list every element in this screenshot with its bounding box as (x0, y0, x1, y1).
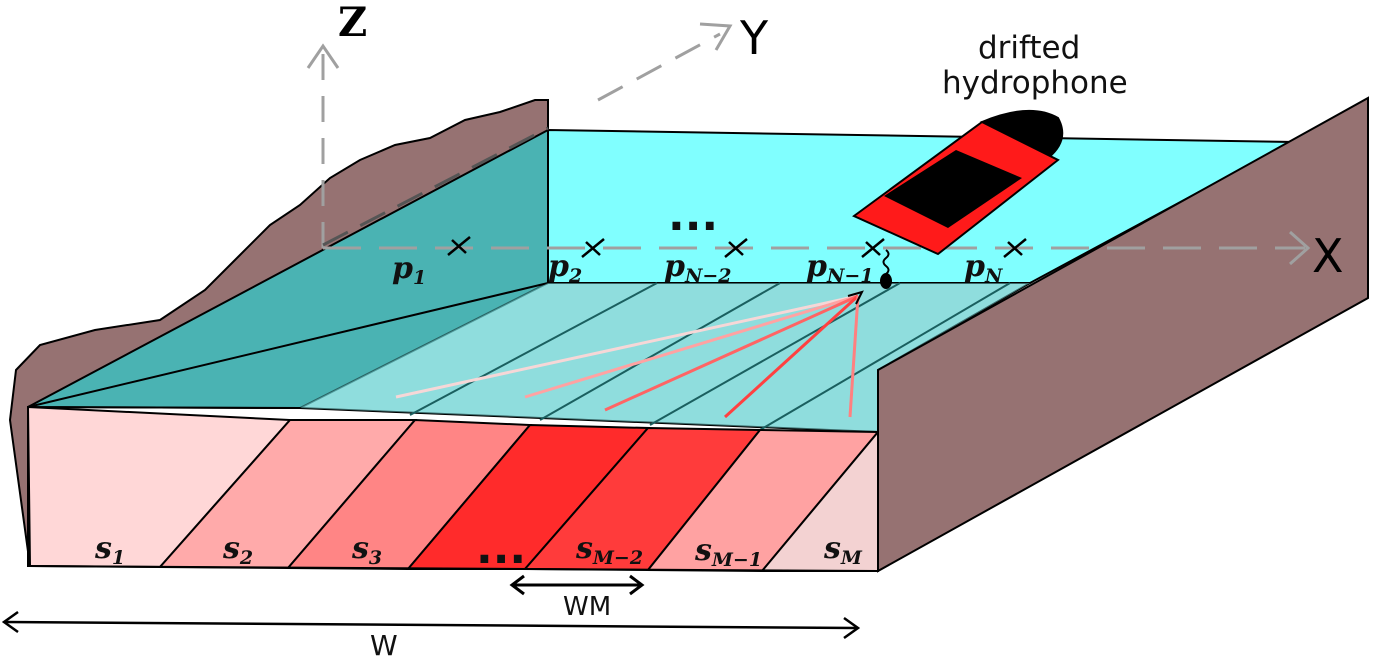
strip-width-arrow (509, 574, 645, 596)
position-label-n-2: pN−2 (664, 249, 732, 287)
position-label-1: p1 (392, 251, 426, 289)
strip-width-label: WM (563, 592, 611, 622)
ray-arrowhead (847, 290, 864, 305)
strip-label-m-2: sM−2 (575, 531, 643, 569)
axis-label-z: Z (338, 0, 367, 46)
seabed-strips (26, 405, 881, 573)
vessel-bow (979, 109, 1064, 160)
vessel-deck (884, 150, 1022, 228)
hydrophone-sensor (880, 273, 892, 289)
water-front-plane-light (300, 283, 1030, 432)
axis-label-y: Y (739, 11, 769, 65)
hydrophone-ellipsis: ... (668, 190, 718, 241)
axis-lines (306, 22, 1311, 266)
strip-label-m-1: sM−1 (694, 533, 762, 571)
strip-label-3: s3 (351, 531, 382, 569)
axis-label-x: X (1312, 229, 1344, 283)
vessel-label-line1: drifted (978, 30, 1080, 66)
acoustic-rays (395, 294, 860, 419)
vessel (852, 109, 1064, 256)
position-label-2: p2 (548, 249, 582, 287)
position-markers (447, 236, 1027, 258)
hydrophone-cable (882, 249, 890, 275)
strip-labels: s1 s2 s3 ... sM−2 sM−1 sM (94, 523, 863, 574)
strip-label-1: s1 (94, 531, 125, 569)
position-label-n: pN (964, 249, 1003, 287)
strip-ellipsis: ... (476, 523, 526, 574)
total-width-arrow (1, 610, 861, 640)
strip-label-m: sM (823, 531, 863, 569)
vessel-label-line2: hydrophone (942, 65, 1128, 101)
total-width-label: W (370, 629, 398, 658)
strip-label-2: s2 (222, 531, 253, 569)
seabed-outline (29, 432, 879, 573)
position-label-n-1: pN−1 (806, 249, 874, 287)
